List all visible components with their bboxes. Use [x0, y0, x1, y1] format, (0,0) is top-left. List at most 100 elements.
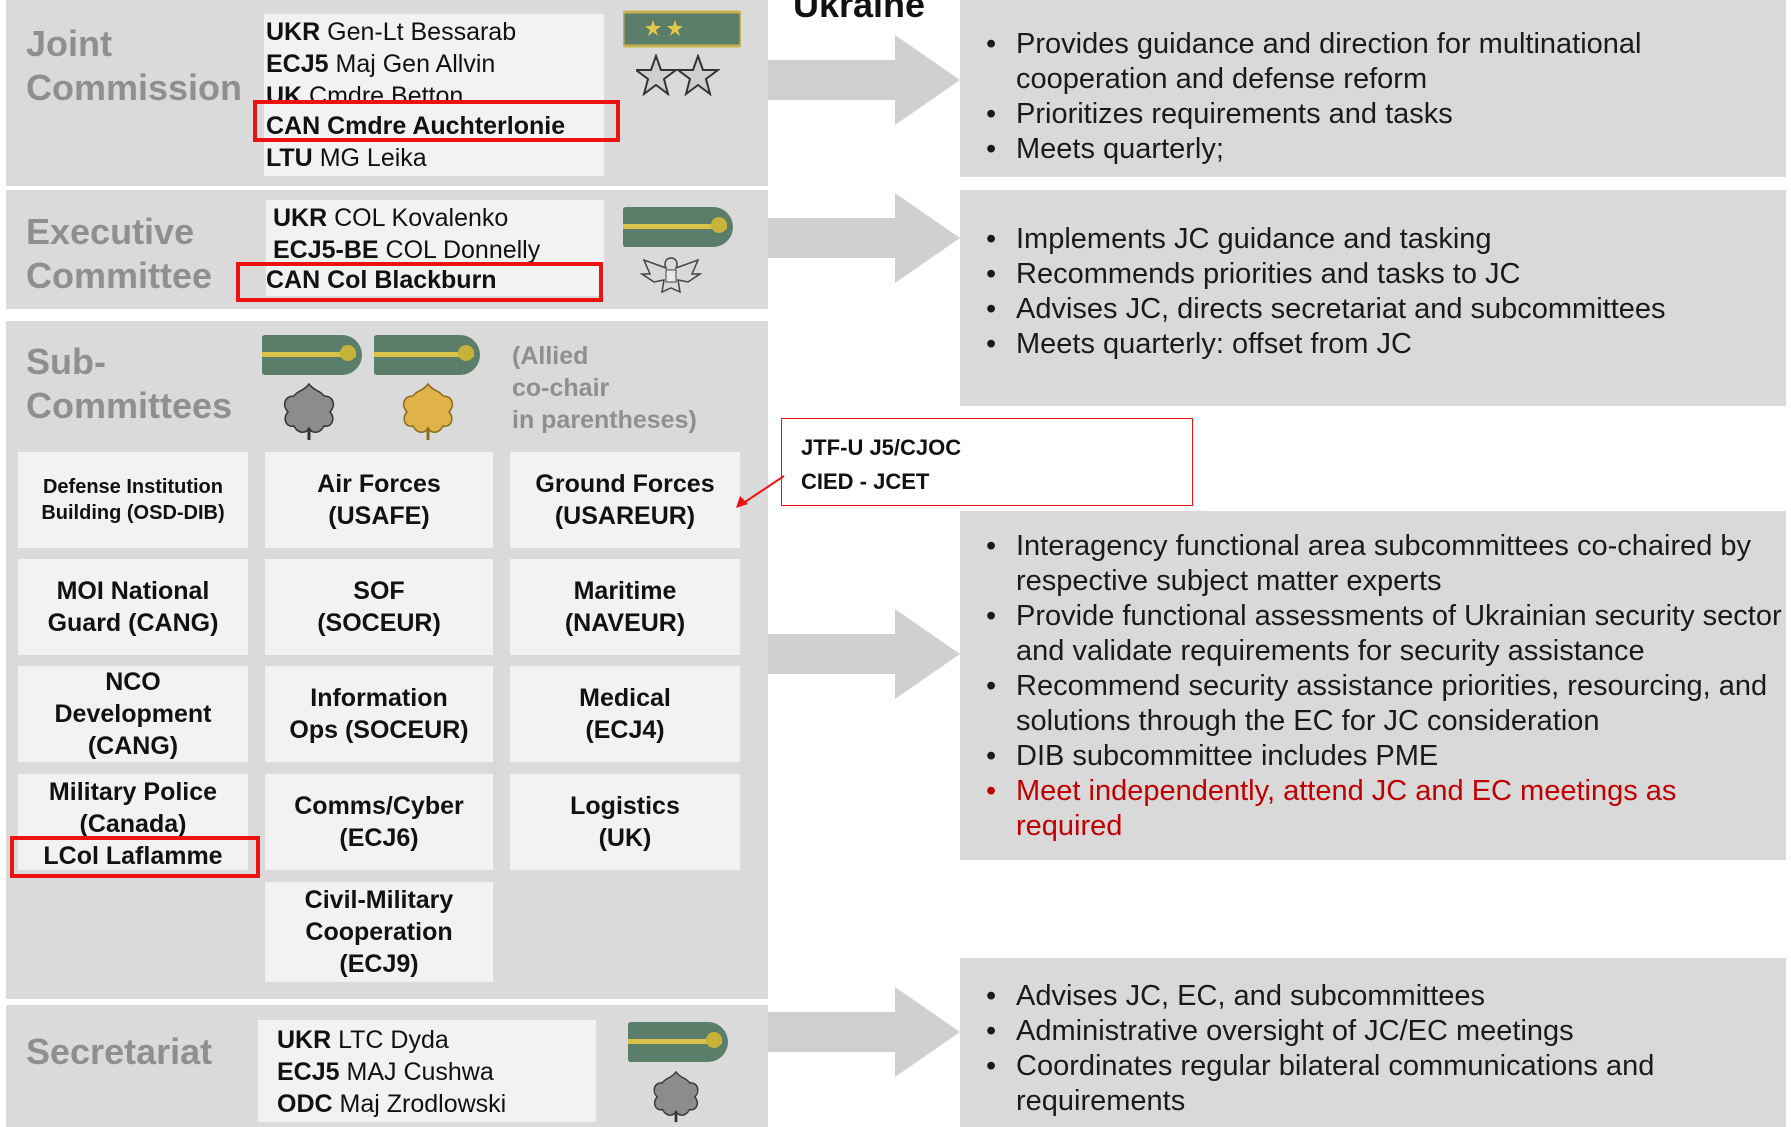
- cell-line: Civil-Military: [304, 886, 454, 914]
- cell-line: (Canada): [79, 810, 187, 838]
- cell-line: (USAREUR): [554, 502, 696, 530]
- joint-bullet-1: Prioritizes requirements and tasks: [960, 97, 1786, 132]
- cell-line: Military Police: [48, 778, 218, 806]
- lt-col-shoulder-board-icon: [262, 335, 362, 375]
- cell-line: Comms/Cyber: [294, 792, 464, 820]
- secretariat-roster: [258, 1020, 596, 1122]
- joint-label-line1: Joint: [26, 23, 112, 64]
- cell-line: Information: [310, 684, 448, 712]
- note-line3: in parentheses): [512, 406, 697, 434]
- cell-line: Logistics: [570, 792, 680, 820]
- cell-line: Building (OSD-DIB): [41, 502, 225, 524]
- executive-bullet-3: Meets quarterly: offset from JC: [960, 327, 1786, 362]
- silver-oak-leaf-icon: [283, 382, 335, 440]
- cell-line: Development: [54, 700, 212, 728]
- note-line2: co-chair: [512, 374, 610, 402]
- cell-line: (USAFE): [328, 502, 430, 530]
- executive-member-1: ECJ5-BE COL Donnelly: [273, 236, 541, 264]
- executive-roster: [266, 200, 604, 296]
- eagle-icon: [640, 257, 702, 294]
- executive-member-2: CAN Col Blackburn: [266, 266, 497, 294]
- executive-bullet-2: Advises JC, directs secretariat and subc…: [960, 292, 1786, 327]
- cell-line: Maritime: [573, 577, 677, 605]
- sub-bullet-0: Interagency functional area subcommittee…: [960, 529, 1786, 599]
- joint-label-line2: Commission: [26, 67, 243, 109]
- page-title: Ukraine: [793, 0, 926, 25]
- cell-line: (ECJ6): [339, 824, 419, 852]
- executive-label-line1: Executive: [26, 211, 195, 252]
- executive-member-0: UKR COL Kovalenko: [273, 204, 509, 232]
- sub-bullet-2: Recommend security assistance priorities…: [960, 669, 1786, 739]
- arrow-secretariat: [765, 987, 960, 1077]
- secretariat-member-2: ODC Maj Zrodlowski: [277, 1090, 507, 1118]
- secretariat-roster-text: UKR LTC Dyda ECJ5 MAJ Cushwa ODC Maj Zro…: [277, 1024, 506, 1120]
- sub-committees-label: Sub- Committees: [26, 340, 232, 429]
- highlight-box-laflamme: [10, 836, 260, 878]
- executive-bullet-1: Recommends priorities and tasks to JC: [960, 257, 1786, 292]
- cell-line: (CANG): [87, 732, 179, 760]
- colonel-shoulder-board-icon: [623, 207, 733, 247]
- arrow-executive: [765, 193, 960, 283]
- cell-line: Ground Forces: [535, 470, 715, 498]
- cell-line: Cooperation: [305, 918, 453, 946]
- secretariat-description-panel: Advises JC, EC, and subcommittees Admini…: [960, 958, 1786, 1127]
- secretariat-label: Secretariat: [26, 1031, 213, 1072]
- sub-bullet-3: DIB subcommittee includes PME: [960, 739, 1786, 774]
- joint-member-2: UK Cmdre Betton: [266, 82, 464, 110]
- joint-roster: [264, 14, 604, 176]
- subcommittee-air-forces: Air Forces (USAFE): [265, 452, 493, 548]
- cell-line: Guard (CANG): [47, 609, 219, 637]
- cell-line: Defense Institution: [42, 476, 223, 498]
- arrow-joint: [765, 35, 960, 125]
- secretariat-bullet-0: Advises JC, EC, and subcommittees: [960, 979, 1786, 1014]
- subcommittee-maritime: Maritime (NAVEUR): [510, 559, 740, 655]
- callout-box: JTF-U J5/CJOC CIED - JCET: [781, 418, 1193, 506]
- secretariat-member-0: UKR LTC Dyda: [277, 1026, 449, 1054]
- co-chair-note: (Allied co-chair in parentheses): [512, 340, 697, 436]
- two-star-shoulder-board-icon: [623, 10, 741, 48]
- cell-line: (ECJ9): [339, 950, 419, 978]
- major-shoulder-board-icon: [374, 335, 480, 375]
- joint-member-3: CAN Cmdre Auchterlonie: [266, 112, 566, 140]
- callout-line1: JTF-U J5/CJOC: [801, 435, 962, 460]
- highlight-box-joint: [253, 100, 620, 142]
- cell-line: SOF: [353, 577, 405, 605]
- cell-line: (NAVEUR): [564, 609, 686, 637]
- sub-bullet-1: Provide functional assessments of Ukrain…: [960, 599, 1786, 669]
- callout-line2: CIED - JCET: [801, 469, 930, 494]
- cell-line: (SOCEUR): [317, 609, 441, 637]
- joint-bullet-2: Meets quarterly;: [960, 132, 1786, 167]
- subcommittee-logistics: Logistics(UK): [510, 774, 740, 870]
- sub-label-line1: Sub-: [26, 341, 106, 382]
- highlight-name-laflamme: LCol Laflamme: [43, 842, 223, 870]
- subcommittee-comms-cyber: Comms/Cyber (ECJ6): [265, 774, 493, 870]
- lt-col-shoulder-board-icon: [628, 1022, 728, 1062]
- joint-commission-label: Joint Commission: [26, 22, 242, 111]
- cell-line: Medical: [579, 684, 671, 712]
- gold-oak-leaf-icon: [402, 382, 454, 440]
- callout-pointer-arrow: [736, 475, 785, 508]
- arrow-sub: [765, 609, 960, 699]
- cell-line: Air Forces: [317, 470, 441, 498]
- two-stars-icon: [636, 54, 720, 97]
- joint-member-1: ECJ5 Maj Gen Allvin: [266, 50, 496, 78]
- subcommittee-medical: Medical (ECJ4): [510, 666, 740, 762]
- joint-member-4: LTU MG Leika: [266, 144, 427, 172]
- secretariat-member-1: ECJ5 MAJ Cushwa: [277, 1058, 494, 1086]
- cell-line: (ECJ4): [585, 716, 665, 744]
- subcommittee-military-police: Military Police (Canada) LCol Laflamme: [18, 774, 248, 870]
- executive-committee-label: Executive Committee: [26, 210, 212, 299]
- executive-roster-text: UKR COL Kovalenko ECJ5-BE COL Donnelly C…: [266, 202, 541, 296]
- cell-line: Ops (SOCEUR): [289, 716, 469, 744]
- note-line1: (Allied: [512, 342, 589, 370]
- secretariat-bullet-1: Administrative oversight of JC/EC meetin…: [960, 1014, 1786, 1049]
- executive-bullet-0: Implements JC guidance and tasking: [960, 222, 1786, 257]
- joint-bullet-0: Provides guidance and direction for mult…: [960, 27, 1786, 97]
- joint-member-0: UKR Gen-Lt Bessarab: [266, 18, 517, 46]
- sub-label-line2: Committees: [26, 385, 233, 427]
- executive-label-line2: Committee: [26, 255, 213, 297]
